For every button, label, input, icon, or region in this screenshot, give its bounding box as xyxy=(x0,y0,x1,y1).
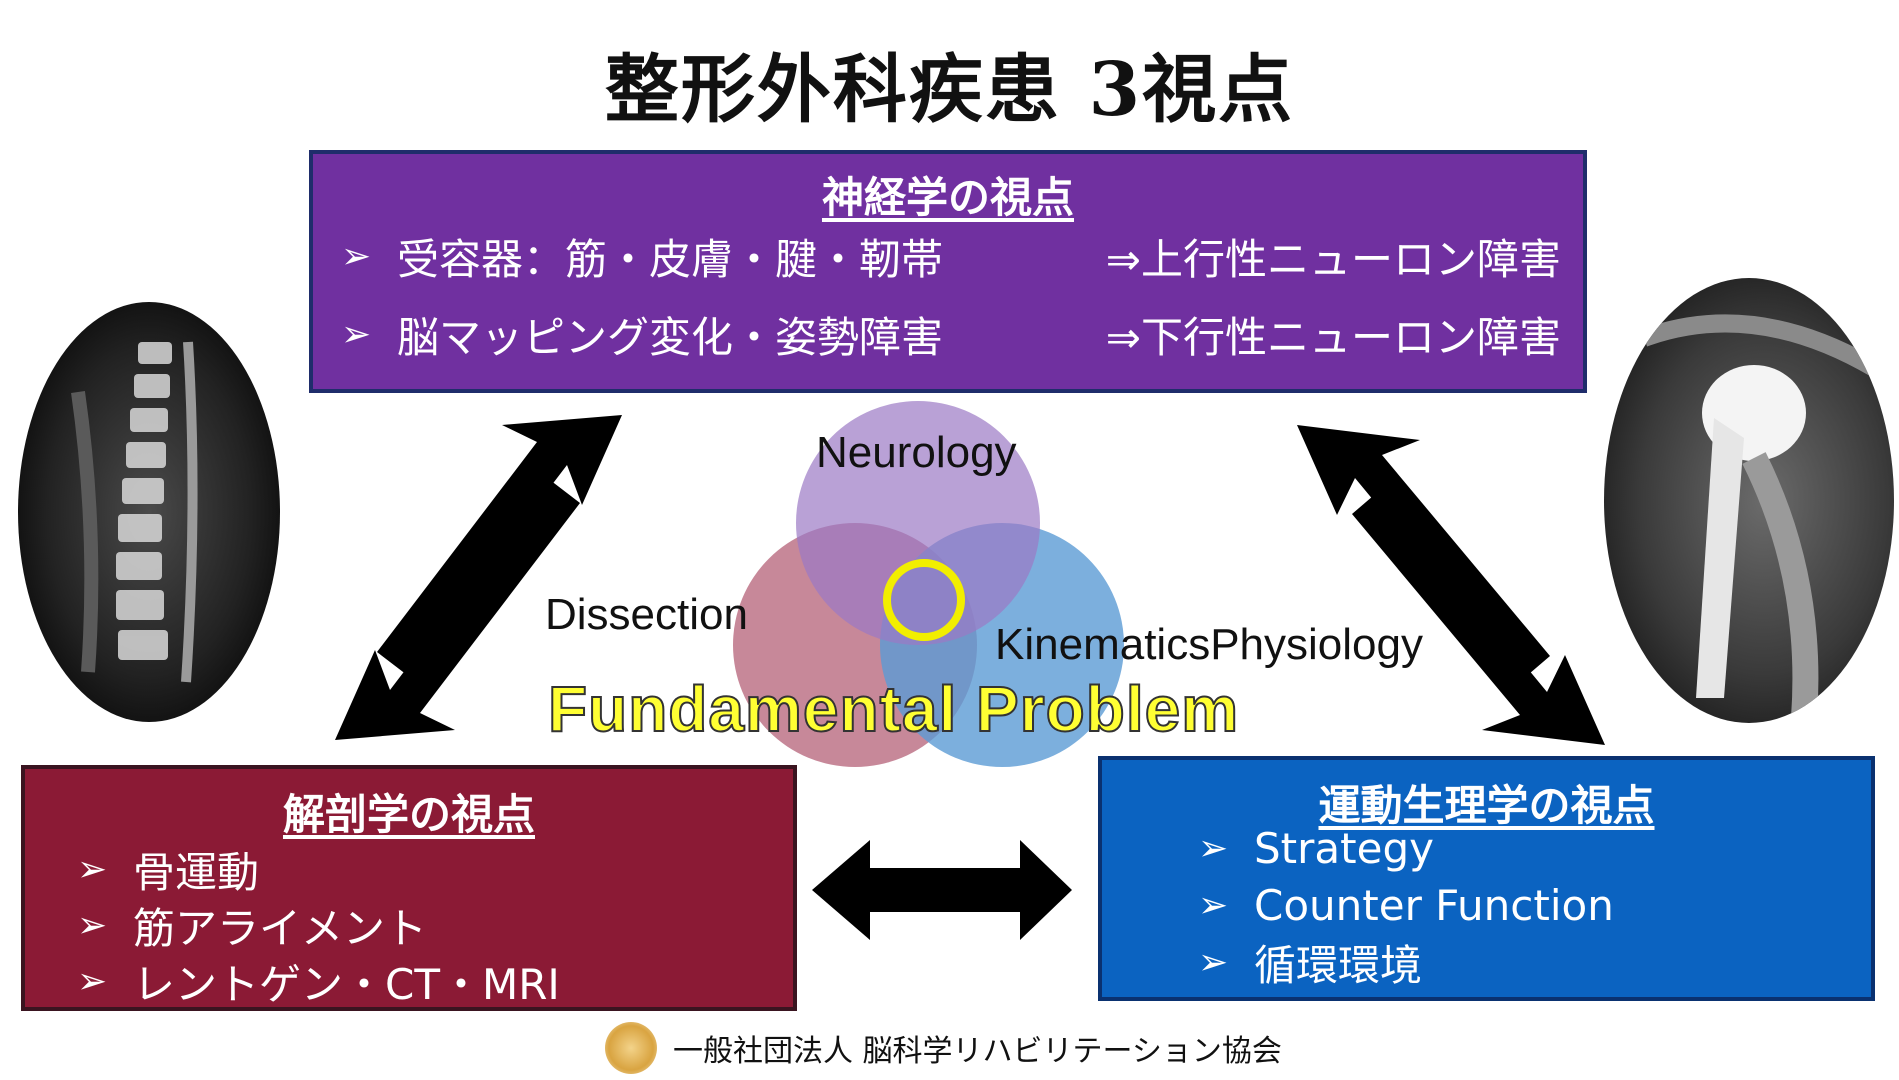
venn-label-kinematics-physiology: KinematicsPhysiology xyxy=(995,620,1423,669)
shoulder-xray-illustration xyxy=(1640,314,1879,719)
venn-label-neurology: Neurology xyxy=(816,428,1017,477)
footer-organization-name: 一般社団法人 脳科学リハビリテーション協会 xyxy=(673,1034,1282,1069)
bullet-arrow-icon: ➢ xyxy=(77,904,108,946)
shoulder-xray-image xyxy=(1604,278,1894,723)
neurology-viewpoint-box: 神経学の視点 ➢ 受容器：筋・皮膚・腱・靭帯 ⇒上行性ニューロン障害 ➢ 脳マッ… xyxy=(309,150,1587,393)
anatomy-item: ➢ 骨運動 xyxy=(77,841,560,897)
neurology-heading: 神経学の視点 xyxy=(821,173,1074,222)
bullet-arrow-icon: ➢ xyxy=(1198,942,1229,983)
anatomy-heading: 解剖学の視点 xyxy=(282,790,535,839)
kinematics-item-text: 循環環境 xyxy=(1254,941,1423,990)
venn-label-dissection: Dissection xyxy=(545,590,748,639)
anatomy-item-text: 筋アライメント xyxy=(133,903,428,953)
neurology-item: ➢ 受容器：筋・皮膚・腱・靭帯 ⇒上行性ニューロン障害 xyxy=(341,226,1561,287)
kinematics-list: ➢ Strategy ➢ Counter Function ➢ 循環環境 xyxy=(1198,820,1614,991)
center-focus-ring xyxy=(883,559,965,641)
venn-circle-neurology xyxy=(796,401,1040,645)
kinematics-item: ➢ 循環環境 xyxy=(1198,934,1614,991)
bullet-arrow-icon: ➢ xyxy=(1198,828,1229,869)
bullet-arrow-icon: ➢ xyxy=(77,960,108,1002)
neurology-item-result: ⇒下行性ニューロン障害 xyxy=(1105,313,1561,362)
anatomy-viewpoint-box: 解剖学の視点 ➢ 骨運動 ➢ 筋アライメント ➢ レントゲン・CT・MRI xyxy=(21,765,797,1011)
anatomy-item: ➢ レントゲン・CT・MRI xyxy=(77,953,560,1009)
spine-mri-illustration xyxy=(71,341,198,683)
neurology-item-text: 脳マッピング変化・姿勢障害 xyxy=(397,313,944,362)
neurology-item-text: 受容器：筋・皮膚・腱・靭帯 xyxy=(397,235,944,284)
double-arrow-neuro-anatomy xyxy=(335,415,622,740)
venn-diagram xyxy=(733,401,1124,767)
anatomy-list: ➢ 骨運動 ➢ 筋アライメント ➢ レントゲン・CT・MRI xyxy=(77,841,560,1009)
anatomy-item: ➢ 筋アライメント xyxy=(77,897,560,953)
kinematics-viewpoint-box: 運動生理学の視点 ➢ Strategy ➢ Counter Function ➢… xyxy=(1098,756,1875,1001)
bullet-arrow-icon: ➢ xyxy=(341,236,372,277)
association-logo-icon xyxy=(605,1022,657,1074)
kinematics-item: ➢ Counter Function xyxy=(1198,877,1614,934)
spine-mri-image xyxy=(18,302,280,722)
double-arrow-anatomy-kinematics xyxy=(812,840,1072,940)
double-arrow-neuro-kinematics xyxy=(1297,425,1605,745)
anatomy-item-text: 骨運動 xyxy=(133,847,260,897)
bullet-arrow-icon: ➢ xyxy=(1198,885,1229,926)
neurology-item-result: ⇒上行性ニューロン障害 xyxy=(1105,235,1561,284)
kinematics-item-text: Strategy xyxy=(1254,824,1434,873)
bullet-arrow-icon: ➢ xyxy=(77,848,108,890)
kinematics-item: ➢ Strategy xyxy=(1198,820,1614,877)
neurology-item: ➢ 脳マッピング変化・姿勢障害 ⇒下行性ニューロン障害 xyxy=(341,304,1561,365)
anatomy-item-text: レントゲン・CT・MRI xyxy=(133,959,560,1009)
bullet-arrow-icon: ➢ xyxy=(341,314,372,355)
kinematics-item-text: Counter Function xyxy=(1254,881,1614,930)
footer: 一般社団法人 脳科学リハビリテーション協会 xyxy=(605,1022,1282,1074)
page-title: 整形外科疾患 3視点 xyxy=(604,47,1295,133)
kinematics-heading: 運動生理学の視点 xyxy=(1318,781,1655,830)
fundamental-problem-caption: Fundamental Problem xyxy=(547,672,1240,746)
